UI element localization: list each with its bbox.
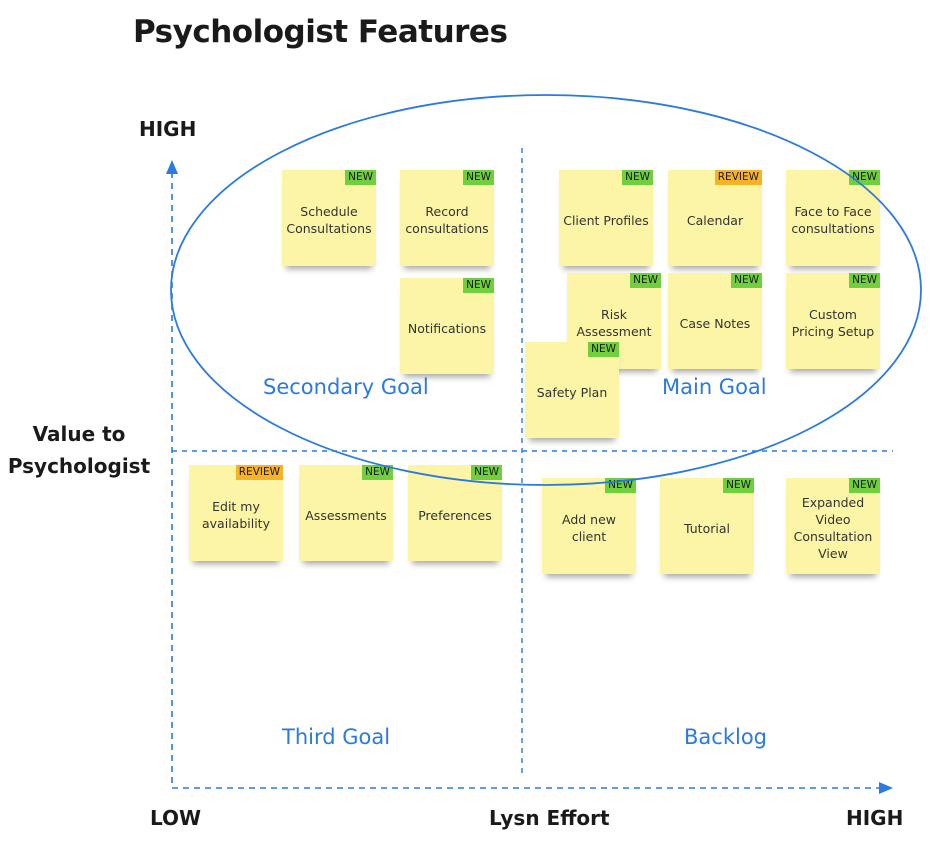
- x-axis-label: Lysn Effort: [489, 806, 610, 830]
- sticky-note[interactable]: Case Notes NEW: [668, 273, 762, 369]
- sticky-note-text: Face to Face consultations: [791, 204, 875, 236]
- sticky-note-text: Custom Pricing Setup: [791, 307, 875, 339]
- sticky-note[interactable]: Schedule Consultations NEW: [282, 170, 376, 266]
- sticky-note-badge: NEW: [605, 478, 636, 493]
- sticky-note-badge: NEW: [362, 465, 393, 480]
- page-title: Psychologist Features: [133, 14, 508, 50]
- sticky-note-badge: NEW: [463, 278, 494, 293]
- sticky-note-text: Expanded Video Consultation View: [793, 495, 873, 561]
- x-axis-arrow-icon: [879, 782, 893, 794]
- sticky-note-badge: NEW: [471, 465, 502, 480]
- sticky-note-badge: REVIEW: [235, 465, 283, 480]
- sticky-note-text: Assessments: [305, 507, 387, 523]
- sticky-note-badge: NEW: [723, 478, 754, 493]
- sticky-note-text: Risk Assessment: [576, 307, 652, 339]
- sticky-note[interactable]: Calendar REVIEW: [668, 170, 762, 266]
- sticky-note-text: Calendar: [686, 212, 744, 228]
- sticky-note-text: Notifications: [407, 320, 487, 336]
- x-axis-low-label: LOW: [150, 806, 202, 830]
- sticky-note-text: Case Notes: [679, 315, 751, 331]
- sticky-note-badge: NEW: [849, 273, 880, 288]
- sticky-note[interactable]: Edit my availability REVIEW: [189, 465, 283, 561]
- sticky-note-text: Add new client: [561, 512, 616, 544]
- sticky-note[interactable]: Face to Face consultations NEW: [786, 170, 880, 266]
- sticky-note-badge: REVIEW: [714, 170, 762, 185]
- sticky-note-text: Safety Plan: [536, 384, 608, 400]
- sticky-note[interactable]: Custom Pricing Setup NEW: [786, 273, 880, 369]
- sticky-note-badge: NEW: [345, 170, 376, 185]
- sticky-note[interactable]: Expanded Video Consultation View NEW: [786, 478, 880, 574]
- sticky-note[interactable]: Client Profiles NEW: [559, 170, 653, 266]
- sticky-note-badge: NEW: [849, 170, 880, 185]
- sticky-note[interactable]: Assessments NEW: [299, 465, 393, 561]
- sticky-note-badge: NEW: [630, 273, 661, 288]
- sticky-note-text: Edit my availability: [202, 499, 270, 531]
- sticky-note[interactable]: Add new client NEW: [542, 478, 636, 574]
- sticky-note-text: Tutorial: [684, 520, 730, 536]
- sticky-note-text: Client Profiles: [563, 212, 649, 228]
- sticky-note[interactable]: Record consultations NEW: [400, 170, 494, 266]
- sticky-note[interactable]: Tutorial NEW: [660, 478, 754, 574]
- y-axis-label-line1: Value to: [32, 422, 126, 446]
- sticky-note-badge: NEW: [588, 342, 619, 357]
- sticky-note-text: Preferences: [418, 507, 492, 523]
- y-axis-high-label: HIGH: [139, 117, 197, 141]
- quadrant-main-goal: Main Goal: [662, 375, 767, 399]
- sticky-note[interactable]: Safety Plan NEW: [525, 342, 619, 438]
- quadrant-third-goal: Third Goal: [282, 725, 391, 749]
- y-axis-label: Value to Psychologist: [4, 418, 154, 482]
- y-axis-arrow-icon: [166, 160, 178, 174]
- sticky-note-text: Record consultations: [405, 204, 489, 236]
- sticky-note-badge: NEW: [622, 170, 653, 185]
- quadrant-secondary-goal: Secondary Goal: [263, 375, 429, 399]
- sticky-note-text: Schedule Consultations: [286, 204, 372, 236]
- sticky-note-badge: NEW: [731, 273, 762, 288]
- y-axis-label-line2: Psychologist: [7, 454, 151, 478]
- sticky-note-badge: NEW: [463, 170, 494, 185]
- quadrant-backlog: Backlog: [684, 725, 767, 749]
- sticky-note-badge: NEW: [849, 478, 880, 493]
- sticky-note[interactable]: Notifications NEW: [400, 278, 494, 374]
- sticky-note[interactable]: Preferences NEW: [408, 465, 502, 561]
- x-axis-high-label: HIGH: [846, 806, 904, 830]
